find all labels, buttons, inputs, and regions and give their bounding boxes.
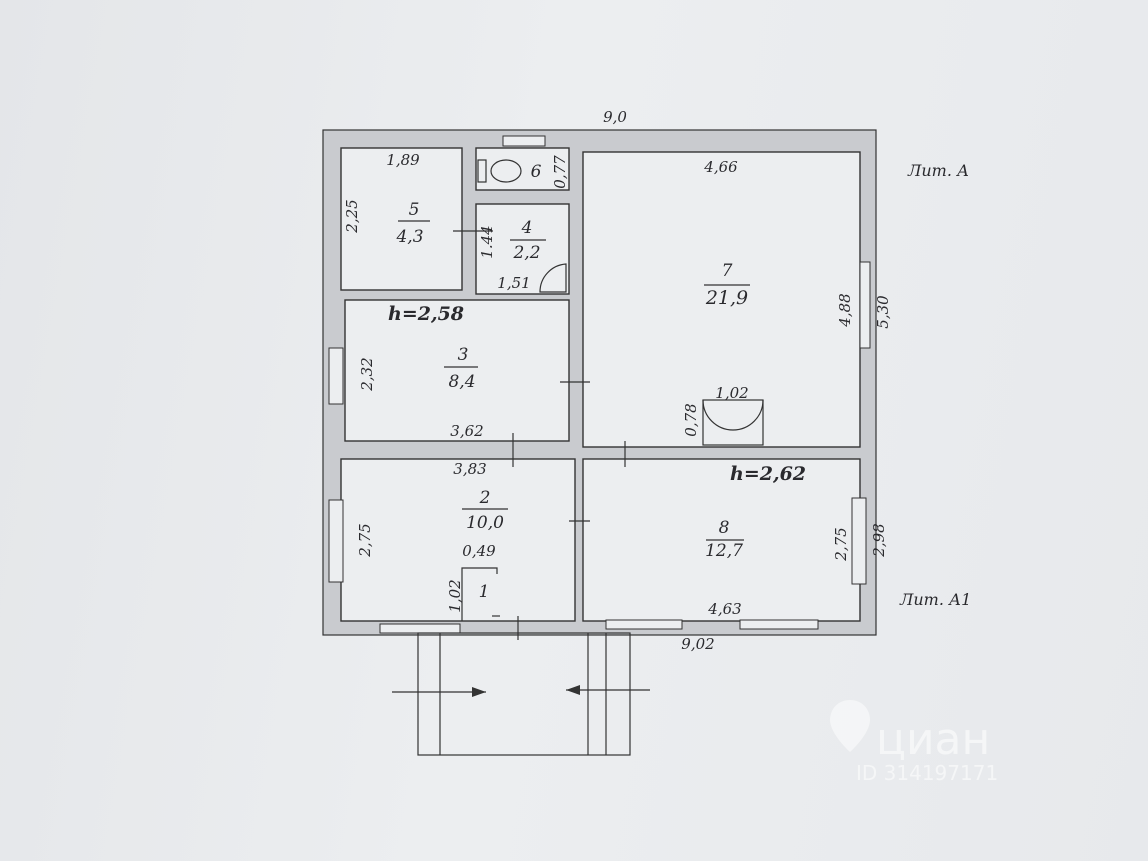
room-5-height: 2,25	[343, 199, 361, 233]
watermark-id: ID 314197171	[856, 761, 998, 785]
lit-a1-label: Лит. А1	[899, 590, 971, 609]
ceiling-height-a1: h=2,62	[730, 463, 806, 485]
overall-width: 9,0	[603, 108, 627, 126]
room-7	[582, 151, 861, 448]
bottom-width: 9,02	[681, 635, 714, 653]
window-room-3	[328, 347, 344, 405]
toilet-icon	[490, 159, 522, 183]
room-4	[475, 203, 570, 295]
room-3-height: 2,32	[358, 357, 376, 391]
room-3-area: 8,4	[448, 372, 475, 392]
room-7-area: 21,9	[705, 287, 748, 309]
stove-icon	[702, 399, 764, 446]
watermark-brand: циан	[876, 714, 990, 765]
room-1-outline	[461, 567, 498, 621]
room-4-height: 1.44	[478, 225, 496, 258]
room-4-width: 1,51	[497, 274, 530, 292]
lit-a-label: Лит. А	[907, 161, 969, 180]
cian-watermark: циан ID 314197171	[830, 700, 998, 785]
room-6-number: 6	[531, 162, 542, 182]
window-room-8	[851, 497, 867, 585]
arrow-left-icon	[566, 685, 580, 695]
room-7-width: 4,66	[703, 158, 738, 176]
room-2	[340, 458, 576, 622]
window-top	[502, 135, 546, 147]
room-4-area: 2,2	[512, 243, 540, 263]
room-7-height: 4,88	[836, 293, 854, 327]
window-room-2	[328, 499, 344, 583]
stove-depth: 0,78	[682, 403, 700, 436]
room-5-width: 1,89	[386, 151, 420, 169]
room-8-width: 4,63	[707, 600, 741, 618]
location-pin-icon	[830, 700, 870, 752]
room-2-number: 2	[479, 488, 491, 508]
room-8-area: 12,7	[705, 541, 743, 561]
window-room-7	[859, 261, 871, 349]
stove-arc-icon	[702, 399, 764, 431]
window-bottom-1	[379, 623, 461, 634]
room-8-height: 2,75	[832, 527, 850, 561]
room-8-number: 8	[719, 518, 730, 538]
room-4-number: 4	[521, 218, 533, 238]
ceiling-height-a: h=2,58	[388, 303, 464, 325]
room-7-number: 7	[722, 261, 733, 281]
room-2-height: 2,75	[356, 523, 374, 557]
sink-icon	[539, 263, 567, 293]
room-5	[340, 147, 463, 291]
arrow-right-icon	[472, 687, 486, 697]
room-3	[344, 299, 570, 442]
stove-width: 1,02	[715, 384, 748, 402]
window-bottom-2	[605, 619, 683, 630]
porch	[417, 632, 631, 756]
room-5-area: 4,3	[395, 227, 423, 247]
room-3-width: 3,62	[450, 422, 483, 440]
room-3-number: 3	[458, 345, 469, 365]
room-1-number: 1	[479, 582, 490, 602]
room-2-width: 3,83	[453, 460, 486, 478]
room-5-number: 5	[409, 200, 420, 220]
room-6-height: 0,77	[551, 155, 569, 189]
room-1-width: 0,49	[462, 542, 496, 560]
room-2-area: 10,0	[466, 513, 504, 533]
toilet-tank-icon	[477, 159, 487, 183]
right-height-a1: 2,98	[870, 523, 888, 557]
window-bottom-3	[739, 619, 819, 630]
right-height-a: 5,30	[874, 295, 892, 329]
room-1-height: 1,02	[446, 579, 464, 612]
